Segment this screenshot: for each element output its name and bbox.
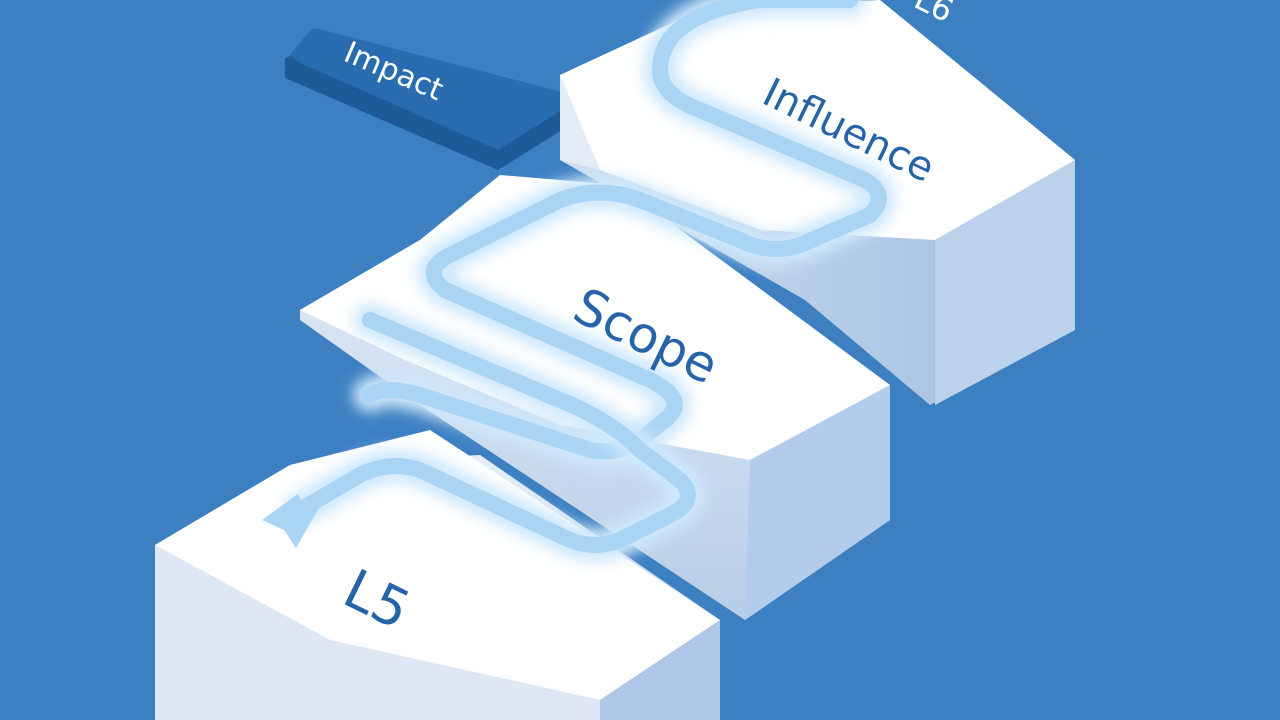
level-next-label: L6 bbox=[908, 0, 959, 30]
progress-path bbox=[262, 0, 896, 562]
impact-panel bbox=[285, 28, 562, 170]
path-arrowhead bbox=[262, 494, 320, 548]
